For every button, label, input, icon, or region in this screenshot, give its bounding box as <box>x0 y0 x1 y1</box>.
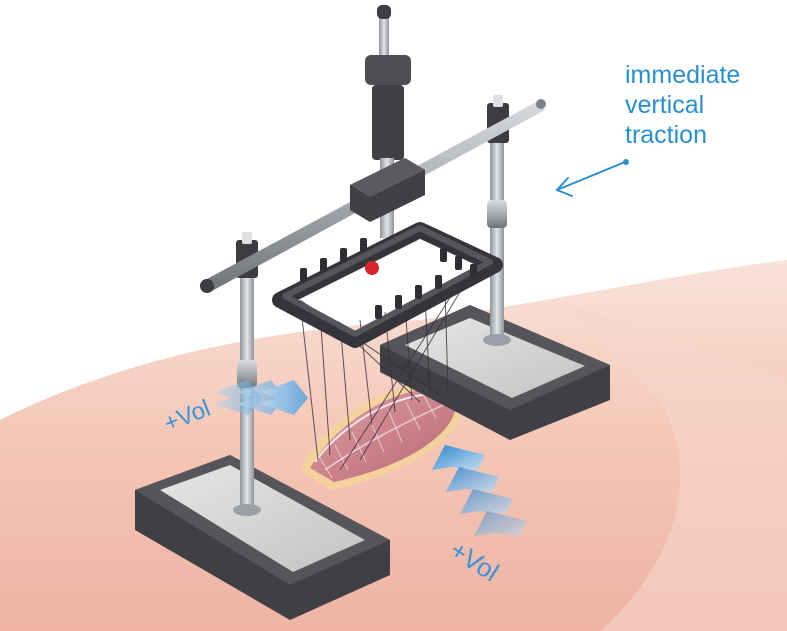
release-knob <box>365 261 379 275</box>
traction-annotation: immediate vertical traction <box>625 60 740 150</box>
skin-shadow <box>560 300 787 631</box>
right-base <box>380 305 610 440</box>
arrow-pointer-icon <box>555 159 629 197</box>
annotation-line-2: vertical <box>625 91 705 119</box>
left-base <box>135 455 390 620</box>
suture-frame <box>272 222 503 348</box>
left-volume-chevrons: +Vol <box>160 380 308 438</box>
annotation-line-3: traction <box>625 121 707 149</box>
right-post <box>483 95 511 346</box>
central-screw <box>350 5 425 238</box>
annotation-line-1: immediate <box>625 61 741 89</box>
